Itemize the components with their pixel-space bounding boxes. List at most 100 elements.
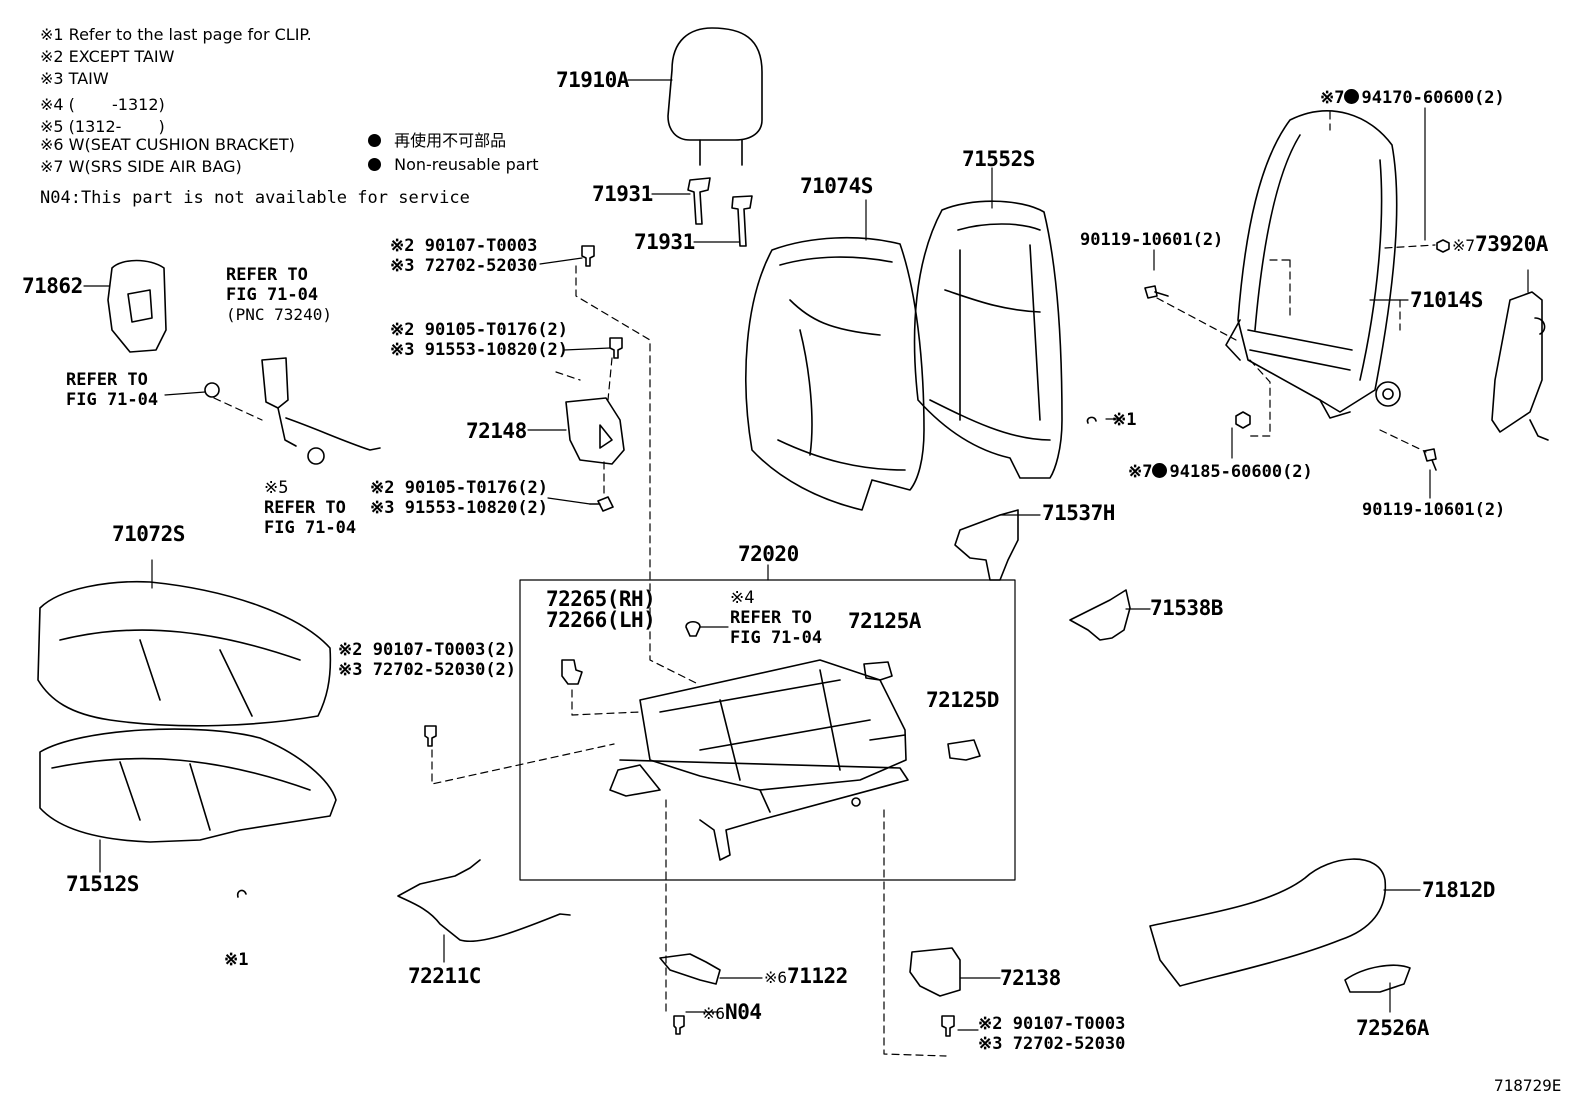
part-label-73920A[interactable]: 73920A [1475,232,1548,256]
shield-drawing [1149,858,1387,987]
part-label-71910A[interactable]: 71910A [556,68,629,92]
legend-note-1: ※1 Refer to the last page for CLIP. [40,25,312,44]
part-ref[interactable]: 72702-52030 [1012,1034,1126,1054]
refer-callout-left[interactable]: REFER TO FIG 71-04 [66,370,158,410]
part-ref[interactable]: 90107-T0003(2) [372,640,517,660]
part-label-71552S[interactable]: 71552S [962,147,1035,171]
part-label-72138[interactable]: 72138 [1000,966,1061,990]
part-ref[interactable]: 94170-60600(2) [1361,88,1505,108]
part-label-71862[interactable]: 71862 [22,274,83,298]
refer-fig: FIG 71-04 [226,285,319,305]
note-mark: ※2 [338,640,363,660]
legend-note-4: ※4 ( -1312) [40,95,165,114]
cushion-cover-drawing [37,580,332,727]
bolt-ref-right-1: 90119-10601(2) [1080,230,1223,250]
refer-callout-buckle[interactable]: REFER TO FIG 71-04 (PNC 73240) [226,265,332,325]
bracket-drawing [909,947,961,997]
refer-callout-5[interactable]: ※5 REFER TO FIG 71-04 [264,478,356,538]
part-ref[interactable]: 90107-T0003 [424,236,538,256]
refer-fig: FIG 71-04 [264,518,357,538]
bolt-ref-right-2: 90119-10601(2) [1362,500,1505,520]
part-label-71538B[interactable]: 71538B [1150,596,1223,620]
note-mark: ※3 [390,256,415,276]
nonreusable-en-row: Non-reusable part [368,157,538,173]
part-ref[interactable]: 90107-T0003 [1012,1014,1126,1034]
part-label-71931[interactable]: 71931 [592,182,653,206]
legend-note-5: ※5 (1312- ) [40,117,165,136]
bolt-ref-group-top: ※2 90107-T0003 ※3 72702-52030 [390,236,537,276]
nonreusable-jp-row: 再使用不可部品 [368,133,506,149]
clip-callout[interactable]: ※1 [1112,410,1137,430]
part-ref[interactable]: 72702-52030(2) [372,660,517,680]
nonreusable-en: Non-reusable part [394,155,539,174]
legend-note-7: ※7 W(SRS SIDE AIR BAG) [40,157,242,176]
cap-drawing [1344,964,1411,993]
bolt-ref-group-mid: ※2 90105-T0176(2) ※3 91553-10820(2) [390,320,568,360]
refer-label: REFER TO [730,608,812,628]
part-ref[interactable]: 91553-10820(2) [424,340,569,360]
clip-drawing [204,382,220,398]
part-label-71537H[interactable]: 71537H [1042,501,1115,525]
part-label-71122-row: ※671122 [764,966,848,987]
part-ref[interactable]: 90105-T0176(2) [424,320,569,340]
part-label-71122[interactable]: 71122 [787,964,848,988]
part-label-71512S[interactable]: 71512S [66,872,139,896]
headrest-drawing [667,27,763,166]
part-label-72211C[interactable]: 72211C [408,964,481,988]
note-mark: ※2 [390,236,415,256]
part-ref[interactable]: 90119-10601(2) [1362,500,1506,520]
leader-lines [83,79,1529,1031]
nonreusable-dot-icon [368,158,381,171]
bracket-drawing [659,953,721,985]
part-label-72148[interactable]: 72148 [466,419,527,443]
part-label-71931[interactable]: 71931 [634,230,695,254]
clip-drawing [1086,416,1097,424]
refer-fig: FIG 71-04 [66,390,159,410]
adjuster-parts [561,620,981,761]
wire-drawing [397,859,571,943]
part-label-72125A[interactable]: 72125A [848,609,921,633]
legend-note-3: ※3 TAIW [40,69,109,88]
part-label-72266[interactable]: 72266(LH) [546,608,656,632]
buckle-drawing [261,357,381,451]
small-bolts [424,245,955,1037]
note-mark: ※3 [390,340,415,360]
note-mark: ※4 [730,588,755,608]
part-ref[interactable]: 91553-10820(2) [404,498,549,518]
part-label-71074S[interactable]: 71074S [800,174,873,198]
seatback-cover-drawing [745,236,925,511]
note-mark: ※2 [978,1014,1003,1034]
part-label-72020[interactable]: 72020 [738,542,799,566]
part-ref[interactable]: 90119-10601(2) [1080,230,1224,250]
part-ref[interactable]: 72702-52030 [424,256,538,276]
seatback-pad-drawing [913,200,1063,479]
bolt-drawing [1144,285,1437,471]
part-label-N04[interactable]: N04 [725,1000,762,1024]
cushion-pad-drawing [39,728,337,843]
part-ref[interactable]: 90105-T0176(2) [404,478,549,498]
clip-callout[interactable]: ※1 [224,950,249,970]
part-label-72526A[interactable]: 72526A [1356,1016,1429,1040]
part-label-71812D[interactable]: 71812D [1422,878,1495,902]
part-label-N04-row: ※6N04 [702,1000,762,1024]
refer-fig: FIG 71-04 [730,628,823,648]
nut-drawing [1235,239,1450,429]
legend-note-6: ※6 W(SEAT CUSHION BRACKET) [40,135,295,154]
refer-callout-4[interactable]: ※4 REFER TO FIG 71-04 [730,588,822,648]
part-label-72265[interactable]: 72265(RH) [546,587,656,611]
note-mark: ※2 [370,478,395,498]
part-ref[interactable]: 94185-60600(2) [1169,462,1313,482]
part-label-72125D[interactable]: 72125D [926,688,999,712]
note-mark: ※3 [370,498,395,518]
nonreusable-dot-icon [368,134,381,147]
part-label-71014S[interactable]: 71014S [1410,288,1483,312]
cover-drawing [954,509,1131,641]
part-label-73920A-row: ※773920A [1452,234,1548,255]
refer-label: REFER TO [264,498,346,518]
n04-note: N04:This part is not available for servi… [40,188,470,208]
part-label-71072S[interactable]: 71072S [112,522,185,546]
seatback-frame-drawing [1225,110,1401,419]
